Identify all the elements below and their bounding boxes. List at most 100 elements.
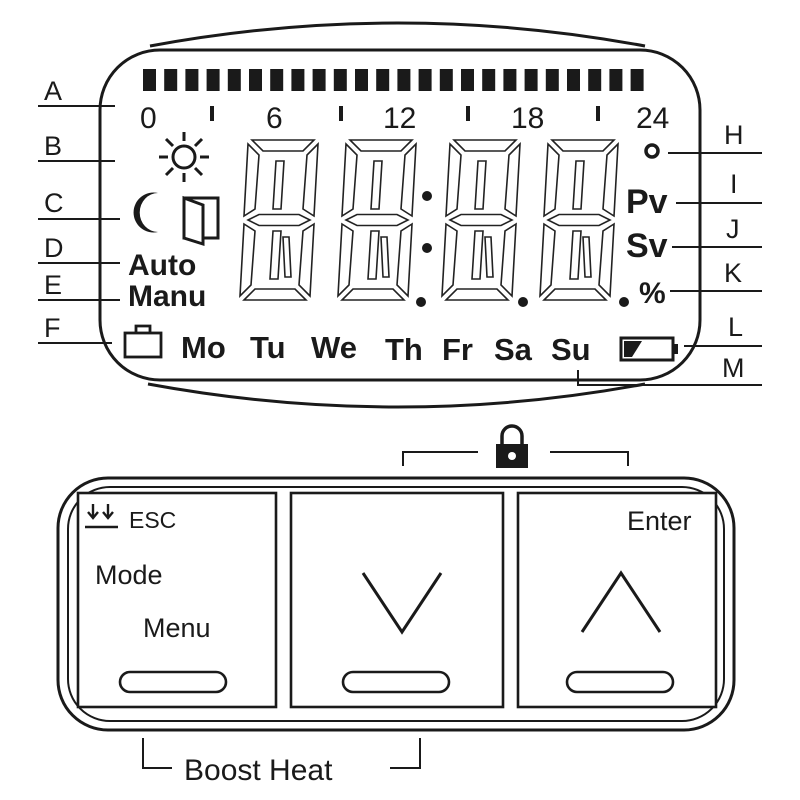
digit-segment xyxy=(474,160,487,210)
digit-segment xyxy=(246,213,312,227)
mode-label: Mode xyxy=(95,560,163,590)
seven-segment-digit xyxy=(239,139,319,301)
hour-bar-segment xyxy=(397,69,411,91)
callout-letter: I xyxy=(730,169,738,199)
callout-letter: K xyxy=(724,258,742,288)
button-bar xyxy=(341,670,451,694)
hour-label: 12 xyxy=(383,102,416,135)
hour-ticks xyxy=(210,106,600,121)
mode-menu-button[interactable]: ESC Mode Menu xyxy=(76,491,278,709)
seven-segment-digit xyxy=(337,139,417,301)
hour-bar-segment xyxy=(270,69,284,91)
hour-bar-segment xyxy=(418,69,432,91)
chevron-up-icon xyxy=(580,570,662,633)
callout-letter: F xyxy=(44,313,61,343)
seven-segment-digit xyxy=(539,139,619,301)
button-panel-inner xyxy=(67,486,725,722)
display-top-arc xyxy=(149,21,646,48)
hour-bar-segment xyxy=(461,69,474,91)
hour-bar-segment xyxy=(588,69,602,91)
digit-segment xyxy=(602,141,619,218)
time-colon xyxy=(422,191,432,253)
hour-tick xyxy=(339,106,343,121)
mode-manu-label: Manu xyxy=(128,280,206,313)
digit-segment xyxy=(380,236,390,278)
digit-segment xyxy=(550,139,616,152)
esc-label: ESC xyxy=(129,507,176,533)
hour-label: 24 xyxy=(636,102,669,135)
hour-bar-segment xyxy=(439,69,453,91)
hour-bar-segment xyxy=(227,69,241,91)
day-label: Tu xyxy=(250,330,286,365)
digit-segment xyxy=(344,213,410,227)
sun-icon xyxy=(159,132,209,182)
hour-bar-segment xyxy=(206,69,220,91)
hour-bar-segment xyxy=(630,69,644,91)
callout-letter: L xyxy=(728,312,743,342)
hour-tick xyxy=(210,106,214,121)
hour-tick xyxy=(596,106,600,121)
digit-segment xyxy=(582,236,592,278)
button-bar xyxy=(118,670,228,694)
digit-segment xyxy=(546,213,612,227)
double-down-arrow-icon xyxy=(85,504,118,529)
digit-segment xyxy=(370,160,383,210)
callout-letter: H xyxy=(724,120,744,150)
digit-segment xyxy=(239,222,256,299)
digit-segment xyxy=(542,288,608,301)
chevron-down-icon xyxy=(361,572,443,635)
hour-bar-segment xyxy=(376,69,390,91)
hour-label: 6 xyxy=(266,102,283,135)
digit-segment xyxy=(448,213,514,227)
hour-bar-segment xyxy=(185,69,199,91)
hour-bar-segment xyxy=(482,69,496,91)
hour-bar-segment xyxy=(545,69,559,91)
callout-letters-left: A B C D E F xyxy=(44,76,64,343)
day-label: Sa xyxy=(494,332,533,367)
digit-segment xyxy=(298,222,315,298)
digit-segment xyxy=(367,230,380,280)
digit-segment xyxy=(242,288,308,301)
display-bottom-arc xyxy=(147,382,646,409)
button-panel xyxy=(56,476,736,732)
hour-label: 18 xyxy=(511,102,544,135)
colon-dot xyxy=(422,191,432,201)
callout-letter: D xyxy=(44,233,64,263)
callout-letters-right: H I J K L M xyxy=(722,120,745,383)
day-label: Fr xyxy=(442,332,473,367)
digit-segment xyxy=(302,141,319,218)
pv-label: Pv xyxy=(626,183,668,221)
digit-segment xyxy=(504,141,521,218)
digit-segment xyxy=(282,236,292,278)
callout-letter: B xyxy=(44,131,62,161)
digit-segment xyxy=(400,141,417,218)
display-frame xyxy=(98,48,702,382)
callouts-right xyxy=(577,152,762,386)
hour-bar-segment xyxy=(567,69,580,91)
up-enter-button[interactable]: Enter xyxy=(516,491,718,709)
hour-bar-segment xyxy=(503,69,517,91)
hour-bar-segment xyxy=(312,69,326,91)
digit-segment xyxy=(243,142,260,218)
digit-segment xyxy=(543,142,560,218)
hour-bar-segment xyxy=(355,69,368,91)
digit-segment xyxy=(452,139,518,152)
digit-segment xyxy=(471,230,484,280)
digit-segment xyxy=(484,236,494,278)
moon-icon xyxy=(133,192,158,233)
boost-heat-label: Boost Heat xyxy=(184,754,333,787)
colon-dot xyxy=(422,243,432,253)
hour-bar-segment xyxy=(164,69,178,91)
digit-segment xyxy=(539,222,556,299)
digit-segment xyxy=(569,230,582,280)
hour-tick xyxy=(466,106,470,121)
hour-bar xyxy=(143,69,644,91)
down-button[interactable] xyxy=(289,491,505,709)
callout-letter: A xyxy=(44,76,62,106)
day-label: Su xyxy=(551,332,591,367)
hour-bar-segment xyxy=(143,69,156,91)
briefcase-icon xyxy=(123,324,163,359)
callout-letter: E xyxy=(44,270,62,300)
hour-label: 0 xyxy=(140,102,157,135)
